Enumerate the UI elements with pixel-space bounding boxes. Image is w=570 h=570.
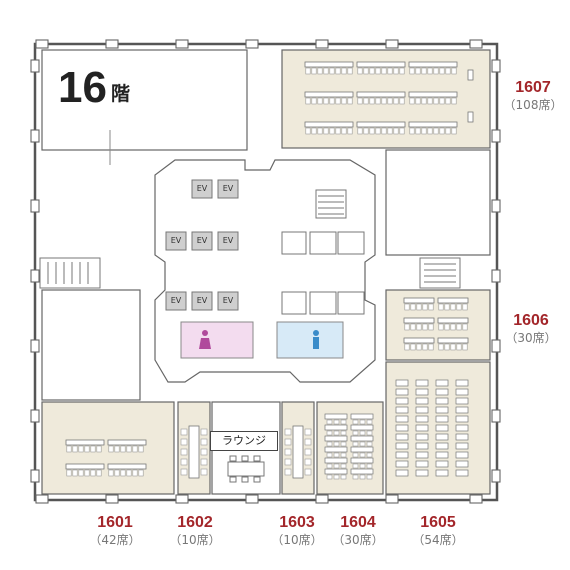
floor-suffix: 階	[110, 83, 130, 105]
room-open-west	[41, 289, 141, 401]
elevator-8	[217, 291, 239, 311]
room-seats: （54席）	[412, 532, 464, 547]
room-number: 1605	[420, 514, 456, 531]
room-label-1603[interactable]: 1603 （10席）	[267, 514, 327, 547]
room-label-1606[interactable]: 1606 （30席）	[498, 312, 564, 345]
men-icon	[313, 330, 319, 349]
floor-title: 16 階	[58, 66, 130, 110]
room-seats: （108席）	[503, 97, 563, 112]
room-number: 1604	[340, 514, 376, 531]
restroom-women	[180, 321, 254, 359]
room-1607-desks	[304, 61, 474, 135]
elevator-1	[191, 179, 213, 199]
structural-columns	[30, 39, 501, 504]
room-number: 1607	[515, 79, 551, 96]
elevator-7	[191, 291, 213, 311]
elevator-label: EV	[196, 184, 208, 193]
elevator-3	[165, 231, 187, 251]
room-label-1607[interactable]: 1607 （108席）	[498, 79, 568, 112]
room-number: 1606	[513, 312, 549, 329]
room-seats: （30席）	[505, 330, 557, 345]
elevator-bank	[165, 179, 239, 311]
room-number: 1601	[97, 514, 133, 531]
room-1603-desks	[284, 425, 312, 479]
room-1604-desks	[324, 413, 374, 480]
elevator-4	[191, 231, 213, 251]
elevator-label: EV	[170, 236, 182, 245]
lounge-label: ラウンジ	[210, 431, 278, 451]
elevator-2	[217, 179, 239, 199]
elevator-6	[165, 291, 187, 311]
stair-west	[39, 257, 101, 289]
elevator-label: EV	[222, 236, 234, 245]
room-label-1602[interactable]: 1602 （10席）	[165, 514, 225, 547]
shafts	[281, 231, 365, 315]
room-open-east	[385, 149, 491, 256]
room-1605-desks	[395, 379, 469, 477]
room-number: 1602	[177, 514, 213, 531]
room-1606-desks	[403, 297, 469, 351]
elevator-5	[217, 231, 239, 251]
room-seats: （30席）	[332, 532, 384, 547]
stair-core	[315, 189, 347, 219]
room-label-1605[interactable]: 1605 （54席）	[405, 514, 471, 547]
restroom-men	[276, 321, 344, 359]
room-label-1604[interactable]: 1604 （30席）	[328, 514, 388, 547]
elevator-label: EV	[196, 236, 208, 245]
lounge-table	[227, 455, 265, 483]
elevator-label: EV	[222, 296, 234, 305]
room-1601-area[interactable]	[41, 401, 175, 495]
women-icon	[199, 330, 211, 349]
room-seats: （42席）	[89, 532, 141, 547]
elevator-label: EV	[196, 296, 208, 305]
room-seats: （10席）	[271, 532, 323, 547]
room-number: 1603	[279, 514, 315, 531]
room-1602-desks	[180, 425, 208, 479]
floor-number: 16	[58, 63, 107, 112]
elevator-label: EV	[170, 296, 182, 305]
stair-east	[419, 257, 461, 289]
room-label-1601[interactable]: 1601 （42席）	[85, 514, 145, 547]
room-seats: （10席）	[169, 532, 221, 547]
elevator-label: EV	[222, 184, 234, 193]
room-1601-desks	[65, 439, 147, 477]
room-open-nw	[41, 49, 248, 151]
